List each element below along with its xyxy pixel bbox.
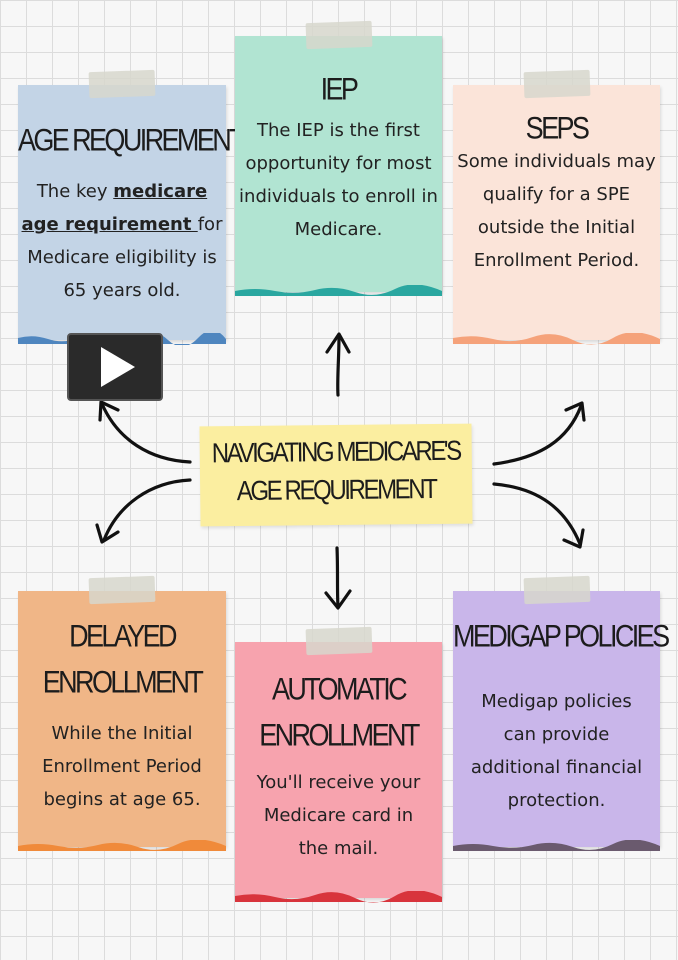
card-heading-line-2: ENROLLMENT <box>42 664 204 700</box>
card-text: While the Initial Enrollment Period begi… <box>42 723 202 810</box>
card-heading: SEPS <box>525 110 590 146</box>
tape <box>523 575 590 605</box>
torn-edge <box>235 891 442 903</box>
tape <box>88 69 156 99</box>
card-iep: IEP The IEP is the first opportunity for… <box>235 20 442 296</box>
arrow-upper-right-icon <box>492 401 586 466</box>
card-heading: AGE REQUIREMENT <box>18 122 246 158</box>
torn-edge <box>453 840 660 851</box>
tape <box>88 575 156 605</box>
arrow-down-icon <box>324 546 352 610</box>
card-seps: SEPS Some individuals may qualify for a … <box>453 69 660 345</box>
card-heading: MEDIGAP POLICIES <box>453 618 670 654</box>
medicare-age-requirement-link[interactable]: medicare age requirement <box>21 181 208 235</box>
card-delayed-enrollment: DELAYED ENROLLMENT While the Initial Enr… <box>18 575 226 851</box>
play-icon <box>101 347 135 387</box>
arrow-upper-left-icon <box>98 400 192 464</box>
play-button[interactable] <box>67 333 163 401</box>
card-text: The IEP is the first opportunity for mos… <box>239 120 438 240</box>
card-text: Some individuals may qualify for a SPE o… <box>457 151 656 271</box>
torn-edge <box>453 333 660 345</box>
card-automatic-enrollment: AUTOMATIC ENROLLMENT You'll receive your… <box>235 626 442 903</box>
card-age-requirement: AGE REQUIREMENT The key medicare age req… <box>18 69 246 345</box>
card-heading: IEP <box>320 71 359 107</box>
tape <box>523 69 590 99</box>
card-text: The key medicare age requirement for Med… <box>21 181 223 301</box>
card-heading-line-2: ENROLLMENT <box>259 717 420 753</box>
torn-edge <box>235 285 442 296</box>
title-line-2: AGE REQUIREMENT <box>236 473 436 507</box>
center-title: NAVIGATING MEDICARE'S AGE REQUIREMENT <box>199 423 473 527</box>
tape <box>305 626 372 656</box>
card-heading-line-1: AUTOMATIC <box>271 671 408 707</box>
torn-edge <box>18 840 226 851</box>
card-text: You'll receive your Medicare card in the… <box>256 772 421 859</box>
title-line-1: NAVIGATING MEDICARE'S <box>211 435 460 470</box>
card-text: Medigap policies can provide additional … <box>470 691 643 811</box>
tape <box>305 20 372 50</box>
arrow-up-icon <box>325 332 351 397</box>
card-medigap-policies: MEDIGAP POLICIES Medigap policies can pr… <box>453 575 670 851</box>
arrow-lower-left-icon <box>95 478 192 544</box>
arrow-lower-right-icon <box>492 482 585 549</box>
card-heading-line-1: DELAYED <box>69 618 177 654</box>
